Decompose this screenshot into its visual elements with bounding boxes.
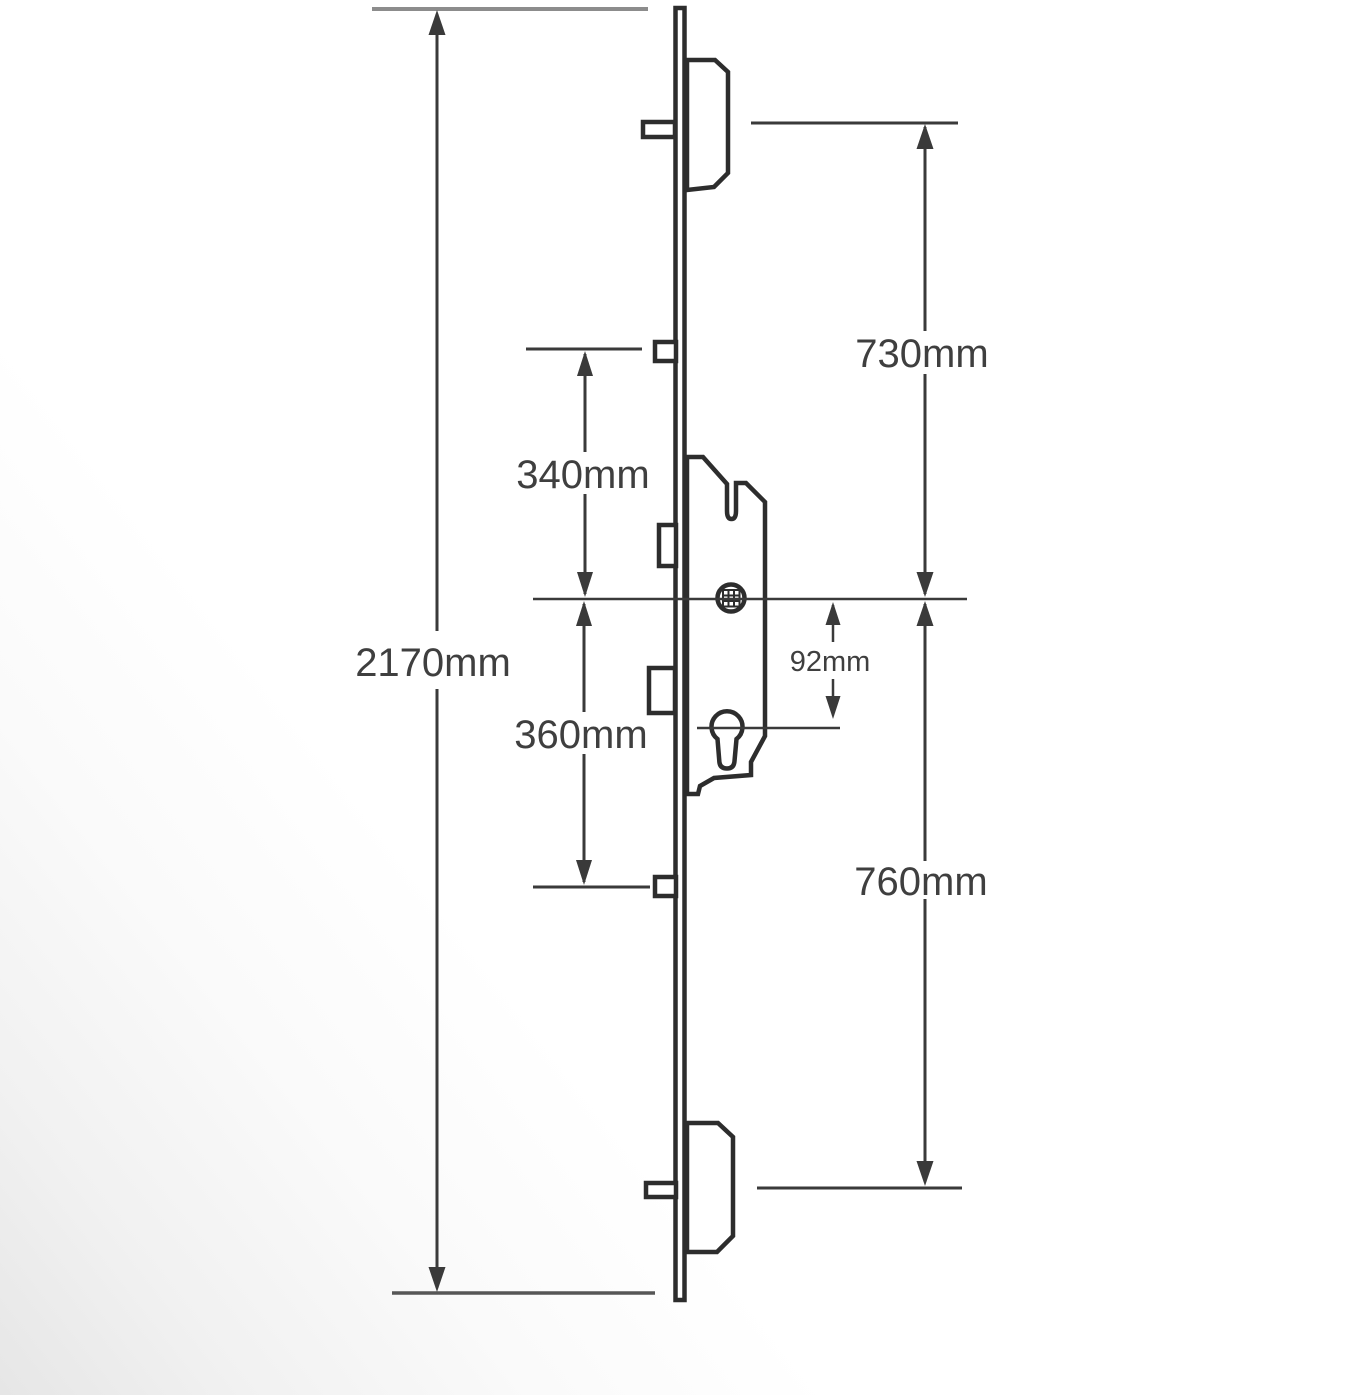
upper-keep-square bbox=[652, 339, 679, 364]
dim-label-760: 760mm bbox=[854, 860, 987, 904]
euro-cylinder-cutout bbox=[709, 709, 745, 771]
top-roller-cam bbox=[640, 119, 678, 140]
dimension-center-to-lower-keep: 360mm bbox=[514, 601, 648, 885]
dim-label-340: 340mm bbox=[516, 453, 649, 497]
lock-hardware bbox=[640, 5, 768, 1303]
arrow-up-icon bbox=[576, 601, 592, 626]
spindle-hatch-icon bbox=[723, 590, 740, 607]
arrow-up-icon bbox=[916, 124, 934, 149]
dimension-center-to-top-hook: 730mm bbox=[855, 124, 989, 597]
dimension-overall-height: 2170mm bbox=[355, 10, 511, 1292]
arrow-down-icon bbox=[577, 572, 593, 597]
mid-upper-keep bbox=[656, 522, 679, 569]
faceplate-strip bbox=[673, 5, 687, 1303]
top-hook-case bbox=[684, 57, 731, 193]
arrow-down-icon bbox=[916, 1161, 934, 1186]
dimension-center-to-upper-keep: 340mm bbox=[516, 351, 650, 597]
center-gearbox-case bbox=[684, 454, 768, 797]
arrow-up-icon bbox=[577, 351, 593, 376]
arrow-down-icon bbox=[916, 572, 934, 597]
mid-lower-keep bbox=[646, 665, 678, 716]
dimension-spindle-to-cylinder: 92mm bbox=[790, 602, 871, 719]
dim-label-overall-height: 2170mm bbox=[355, 641, 511, 685]
bottom-hook-case bbox=[684, 1120, 736, 1255]
arrow-up-icon bbox=[825, 602, 841, 625]
arrow-down-icon bbox=[428, 1267, 446, 1292]
dim-label-730: 730mm bbox=[855, 332, 988, 376]
dim-label-92: 92mm bbox=[790, 646, 871, 678]
lower-keep-square bbox=[652, 874, 679, 899]
dimension-center-to-bottom-hook: 760mm bbox=[854, 601, 988, 1186]
arrow-up-icon bbox=[916, 601, 934, 626]
bottom-roller-cam bbox=[643, 1180, 679, 1200]
arrow-down-icon bbox=[576, 860, 592, 885]
reference-lines bbox=[372, 7, 967, 1295]
dim-label-360: 360mm bbox=[514, 713, 647, 757]
arrow-up-icon bbox=[428, 10, 446, 35]
arrow-down-icon bbox=[825, 696, 841, 719]
